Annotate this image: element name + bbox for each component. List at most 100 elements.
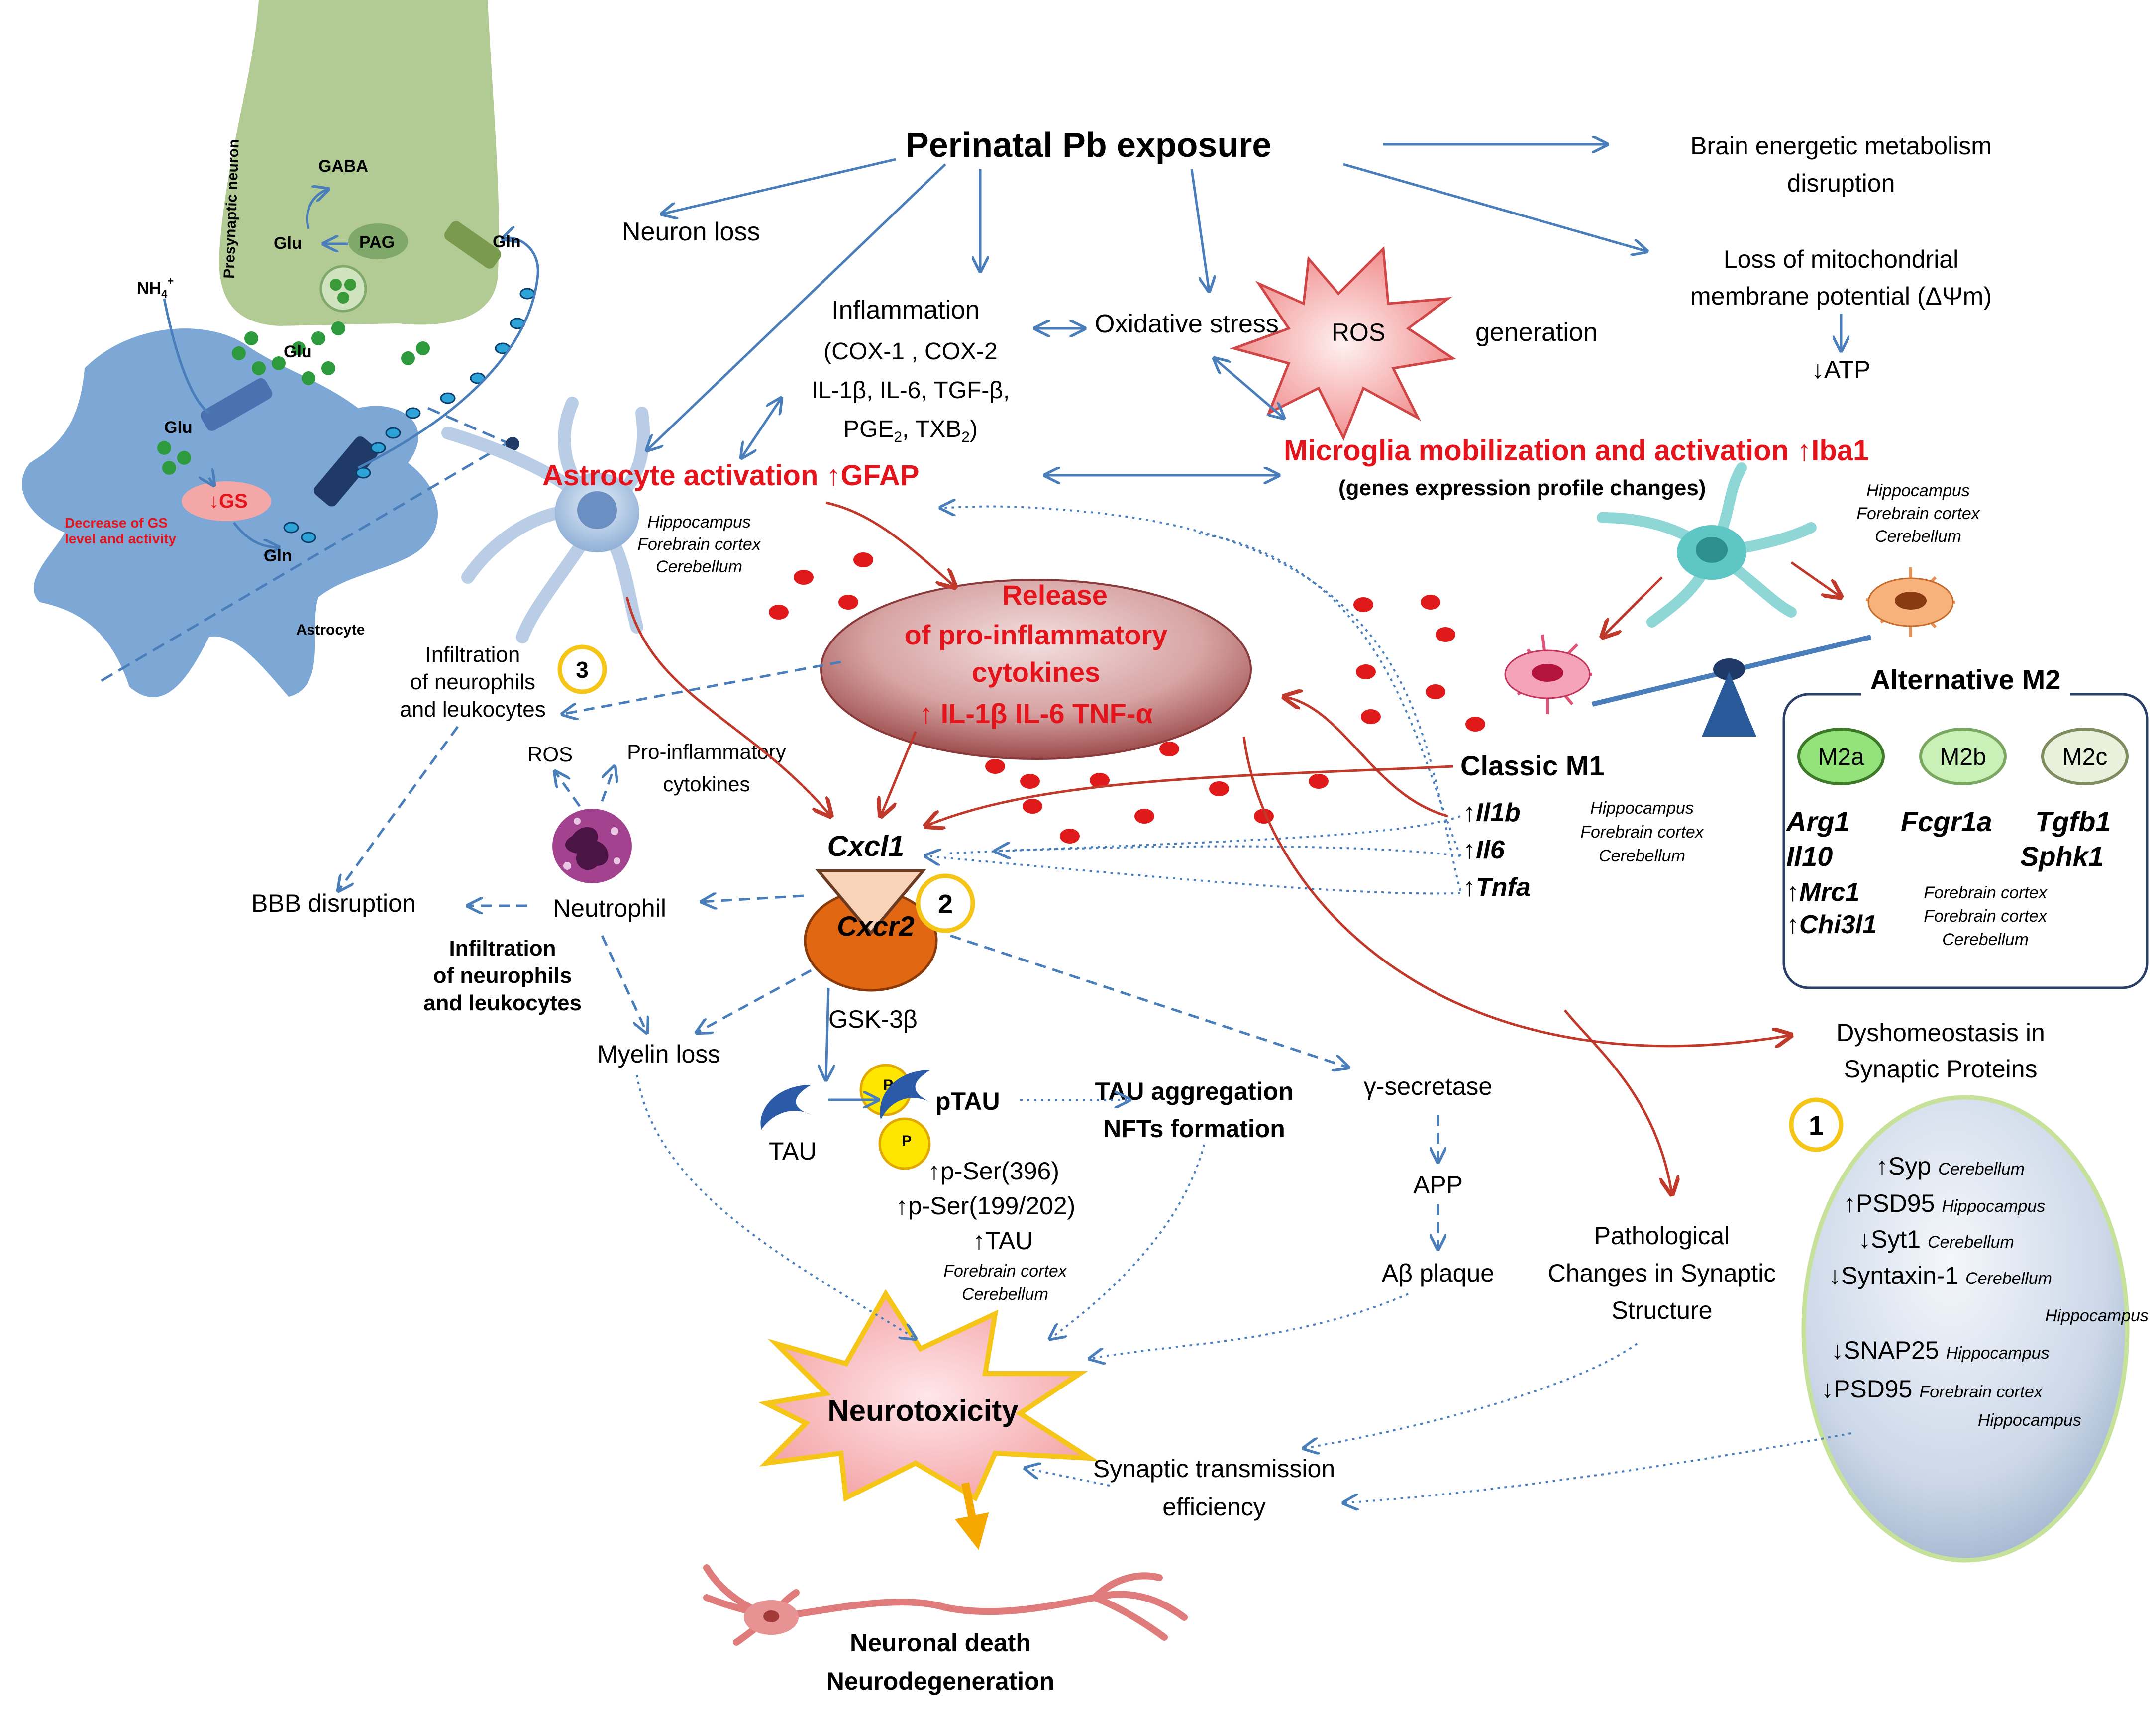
dys-label-1: Dyshomeostasis in: [1836, 1019, 2045, 1047]
infiltration-bottom-2: of neurophils: [433, 963, 572, 988]
glu-dots: [157, 321, 430, 475]
tau-agg-2: NFTs formation: [1103, 1115, 1285, 1143]
gaba-label: GABA: [318, 157, 368, 176]
syp-label: ↑Syp Cerebellum: [1876, 1152, 2025, 1180]
glu-label-3: Glu: [164, 418, 193, 437]
glu-transporter: [200, 378, 273, 431]
gs-label: ↓GS: [209, 490, 248, 512]
pag-oval: [348, 223, 408, 259]
inflammation-title: Inflammation: [831, 296, 980, 324]
tau-label: TAU: [769, 1137, 817, 1165]
marker-1: [1789, 1097, 1844, 1152]
m2-mrc1: ↑Mrc1: [1786, 878, 1859, 907]
app-label: APP: [1413, 1171, 1463, 1199]
m2-label: Alternative M2: [1870, 664, 2061, 695]
microglia-region-3: Cerebellum: [1875, 527, 1961, 546]
m2a-label: M2a: [1818, 744, 1864, 770]
m2b-label: M2b: [1940, 744, 1986, 770]
neurotoxicity-label: Neurotoxicity: [827, 1394, 1019, 1427]
gln-dots: [283, 288, 535, 543]
brain-metabolism-label-1: Brain energetic metabolism: [1690, 132, 1992, 160]
gln-transporter: [444, 221, 502, 269]
ros-star: [1230, 246, 1456, 441]
path-label-1: Pathological: [1594, 1222, 1730, 1250]
marker-2: [916, 873, 975, 933]
gln-label-1: Gln: [493, 232, 521, 251]
trans-label-2: efficiency: [1162, 1493, 1266, 1521]
syt1-label: ↓Syt1 Cerebellum: [1858, 1225, 2014, 1253]
abeta-plaque-label: Aβ plaque: [1382, 1259, 1494, 1287]
neuronal-death-label: Neuronal death: [850, 1629, 1031, 1657]
cxcl1-label: Cxcl1: [827, 830, 905, 862]
syntaxin-region-2: Hippocampus: [2045, 1306, 2149, 1325]
m1-region-3: Cerebellum: [1599, 847, 1685, 865]
dying-neuron: [703, 1564, 1188, 1646]
gs-oval: [182, 481, 271, 521]
infiltration-top-1: Infiltration: [425, 642, 520, 667]
cytokines-ellipse: [820, 579, 1252, 760]
marker-2-label: 2: [938, 889, 953, 919]
m2-region-2: Forebrain cortex: [1924, 907, 2048, 926]
vesicle: [319, 265, 367, 313]
glu-to-gaba: [306, 189, 328, 229]
pag-label: PAG: [359, 233, 395, 252]
presynaptic-terminal: [219, 0, 499, 326]
astro-region-2: Forebrain cortex: [637, 535, 761, 554]
balance-scale: [1591, 635, 1872, 737]
marker-3: [557, 644, 607, 694]
microglia-to-m1: [1602, 576, 1663, 637]
syntaxin-label: ↓Syntaxin-1 Cerebellum: [1829, 1262, 2052, 1289]
m1-region-1: Hippocampus: [1590, 799, 1694, 818]
m2-label-bg: [1861, 667, 2070, 702]
m2-region-1: Forebrain cortex: [1924, 883, 2048, 902]
phospho-p-2: P: [902, 1133, 912, 1149]
microglia-label: Microglia mobilization and activation ↑I…: [1284, 434, 1869, 467]
m1-label: Classic M1: [1460, 750, 1605, 781]
proinf-label-2: cytokines: [663, 772, 750, 796]
m2-sphk1: Sphk1: [2020, 841, 2104, 872]
tau-agg-1: TAU aggregation: [1095, 1077, 1293, 1105]
astro-region-3: Cerebellum: [656, 557, 742, 576]
page-title: Perinatal Pb exposure: [906, 125, 1271, 164]
tau-region-1: Forebrain cortex: [943, 1262, 1067, 1281]
m2c-badge: [2041, 728, 2129, 785]
neurodegeneration-label: Neurodegeneration: [826, 1667, 1054, 1695]
pser199-label: ↑p-Ser(199/202): [896, 1192, 1075, 1220]
infiltration-top-2: of neurophils: [410, 670, 535, 694]
synaptic-proteins-oval: [1801, 1095, 2130, 1563]
cxcr2-label: Cxcr2: [837, 910, 915, 942]
cytokines-line-4: ↑ IL-1β IL-6 TNF-α: [919, 698, 1153, 729]
m1-gene-2: ↑Il6: [1463, 836, 1505, 864]
proinf-label-1: Pro-inflammatory: [627, 740, 786, 763]
microglia-sub: (genes expression profile changes): [1338, 476, 1706, 500]
ptau-label: pTAU: [935, 1087, 1000, 1115]
ros-small-label: ROS: [527, 743, 573, 766]
neurotoxicity-arrow: [954, 1482, 989, 1550]
cytokines-line-2: of pro-inflammatory: [905, 619, 1168, 650]
m2-cell: [1865, 567, 1955, 637]
dashed-blue-arrows: [338, 660, 1438, 1249]
astro-region-1: Hippocampus: [647, 513, 751, 532]
nh4-arrow: [163, 298, 210, 414]
microglia-to-m2: [1790, 561, 1841, 597]
infiltration-bottom-1: Infiltration: [449, 936, 556, 961]
pser396-label: ↑p-Ser(396): [928, 1157, 1059, 1185]
gs-to-gln: [233, 522, 279, 547]
cytokines-line-3: cytokines: [972, 656, 1100, 688]
psd95-up-label: ↑PSD95 Hippocampus: [1844, 1189, 2045, 1217]
m2c-label: M2c: [2062, 744, 2108, 770]
ptau-crescent: [880, 1070, 930, 1120]
neutrophil-label: Neutrophil: [553, 894, 666, 922]
psd95-down-region-2: Hippocampus: [1978, 1411, 2081, 1430]
microglia-cell: [1597, 462, 1817, 628]
astrocyte-label: Astrocyte: [296, 622, 365, 638]
m1-cell: [1504, 634, 1592, 714]
generation-label: generation: [1475, 318, 1598, 347]
m2-arg1: Arg1: [1785, 806, 1850, 837]
gln-label-2: Gln: [264, 546, 292, 565]
inflammation-line-2: IL-1β, IL-6, TGF-β,: [812, 377, 1010, 404]
trans-label-1: Synaptic transmission: [1093, 1455, 1335, 1483]
infiltration-bottom-3: and leukocytes: [423, 991, 582, 1015]
m2-chi3l1: ↑Chi3l1: [1786, 910, 1877, 939]
gs-note-1: Decrease of GS: [65, 515, 168, 531]
